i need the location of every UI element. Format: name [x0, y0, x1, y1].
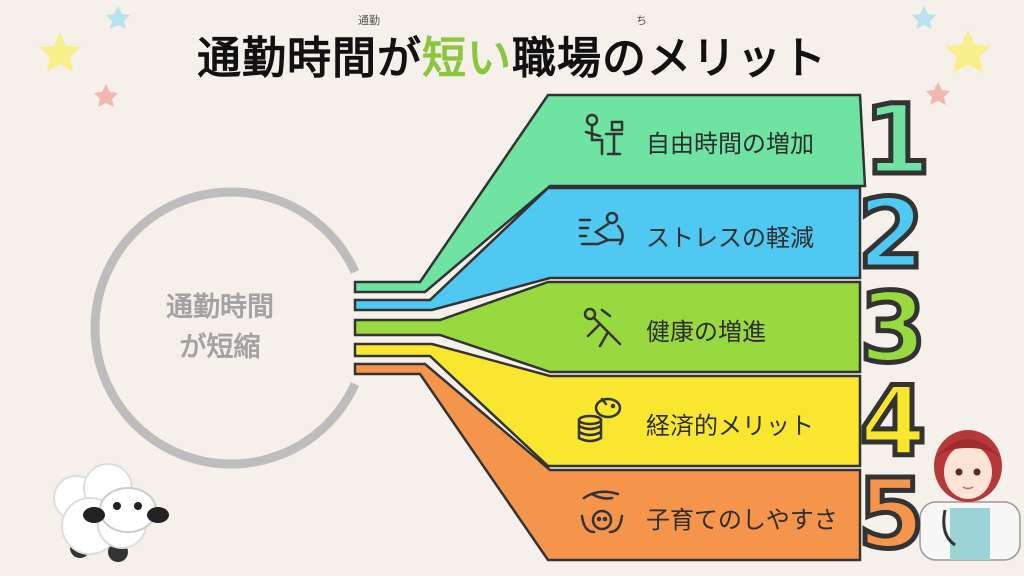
title-prefix: 通勤時間が [197, 33, 422, 84]
star-icon [106, 6, 130, 29]
banner-5 [353, 362, 862, 562]
number-4: 4 [857, 366, 929, 478]
person-desk-icon [578, 112, 626, 164]
title-accent: 短い [422, 33, 512, 84]
number-5: 5 [855, 458, 927, 570]
center-label: 通勤時間 が短縮 [150, 288, 290, 368]
star-icon [912, 6, 936, 29]
number-2: 2 [855, 178, 927, 290]
child-care-hands-icon [578, 486, 626, 542]
relaxing-person-icon [578, 208, 628, 260]
banner-2 [353, 186, 862, 312]
nurse-avatar [919, 430, 1021, 561]
number-3: 3 [857, 272, 929, 384]
item-label-5: 子育てのしやすさ [646, 506, 838, 534]
banner-3 [353, 280, 862, 374]
center-label-line1: 通勤時間 [166, 292, 274, 323]
page-title: 通勤時間が短い職場のメリット [0, 22, 1024, 86]
center-ring [90, 187, 360, 469]
star-icon [39, 32, 81, 72]
star-icon [926, 82, 950, 105]
star-icon [94, 84, 118, 107]
item-label-3: 健康の増進 [646, 318, 766, 346]
exercising-person-icon [580, 302, 628, 354]
item-label-1: 自由時間の増加 [646, 130, 814, 158]
item-label-4: 経済的メリット [646, 412, 814, 440]
banner-4 [353, 342, 862, 468]
title-annotation-right: ち [636, 14, 647, 27]
piggy-bank-coins-icon [576, 394, 626, 450]
sheep-mascot [53, 463, 169, 562]
center-label-line2: が短縮 [179, 332, 261, 363]
title-annotation-left: 通勤 [358, 14, 380, 27]
banner-1 [353, 93, 867, 294]
title-suffix: 職場のメリット [512, 33, 827, 84]
number-1: 1 [861, 84, 933, 196]
item-label-2: ストレスの軽減 [646, 224, 814, 252]
star-icon [945, 30, 991, 73]
